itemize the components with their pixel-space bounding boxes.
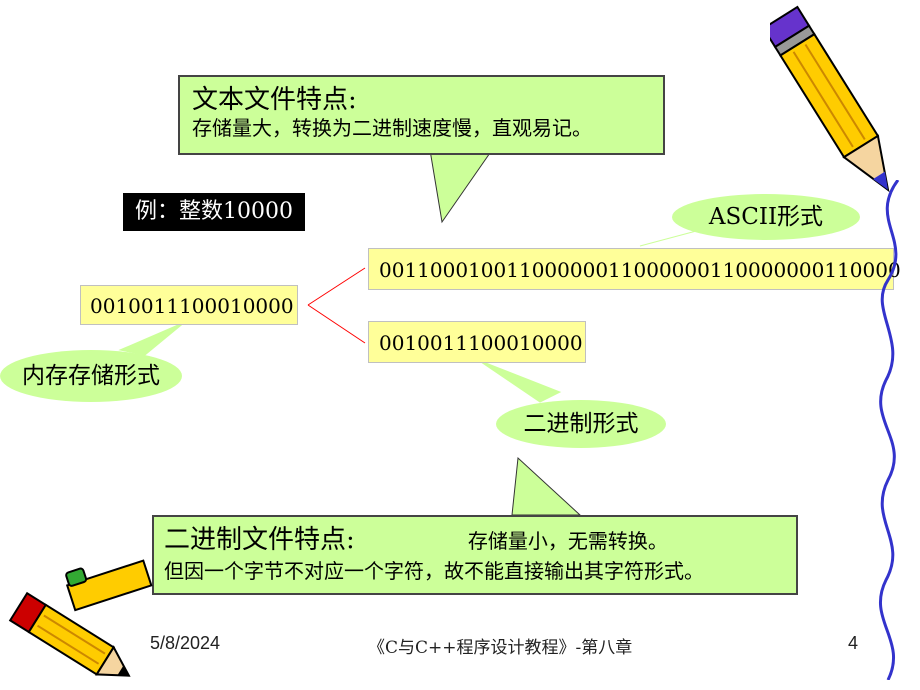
text-file-callout: 文本文件特点: 存储量大，转换为二进制速度慢，直观易记。 — [178, 75, 665, 155]
binary-file-callout: 二进制文件特点: 存储量小，无需转换。 但因一个字节不对应一个字符，故不能直接输… — [152, 515, 798, 595]
footer-page-number: 4 — [848, 633, 859, 653]
binary-file-line1: 存储量小，无需转换。 — [467, 529, 668, 553]
ascii-bubble: ASCII形式 — [672, 194, 860, 240]
memory-bubble: 内存存储形式 — [0, 350, 182, 402]
pencils-bottom-left-icon — [8, 559, 153, 677]
binary-file-line2: 但因一个字节不对应一个字符，故不能直接输出其字符形式。 — [164, 559, 704, 583]
binary-bubble: 二进制形式 — [496, 400, 666, 448]
binary-bubble-tail — [477, 359, 562, 403]
memory-value: 0010011100010000 — [90, 294, 294, 318]
binary-file-title: 二进制文件特点: — [164, 525, 355, 555]
memory-bubble-tail — [118, 321, 186, 356]
connector-to-ascii — [307, 267, 366, 306]
text-file-body: 存储量大，转换为二进制速度慢，直观易记。 — [192, 116, 592, 140]
binary-value-box: 0010011100010000 — [368, 321, 586, 363]
footer-course: 《C与C++程序设计教程》-第八章 — [368, 638, 633, 658]
text-callout-pointer — [429, 149, 493, 224]
binary-callout-pointer — [511, 456, 582, 516]
memory-value-box: 0010011100010000 — [80, 285, 298, 325]
footer-date: 5/8/2024 — [150, 633, 221, 653]
wavy-border-decoration — [879, 180, 900, 680]
binary-value: 0010011100010000 — [379, 331, 583, 355]
ascii-value: 0011000100110000001100000011000000011000… — [379, 258, 901, 282]
connector-to-binary — [307, 304, 366, 344]
text-file-title: 文本文件特点: — [192, 85, 357, 115]
example-label: 例：整数10000 — [123, 193, 305, 231]
ascii-value-box: 0011000100110000001100000011000000011000… — [368, 248, 901, 290]
pencil-top-right-icon — [770, 5, 890, 193]
